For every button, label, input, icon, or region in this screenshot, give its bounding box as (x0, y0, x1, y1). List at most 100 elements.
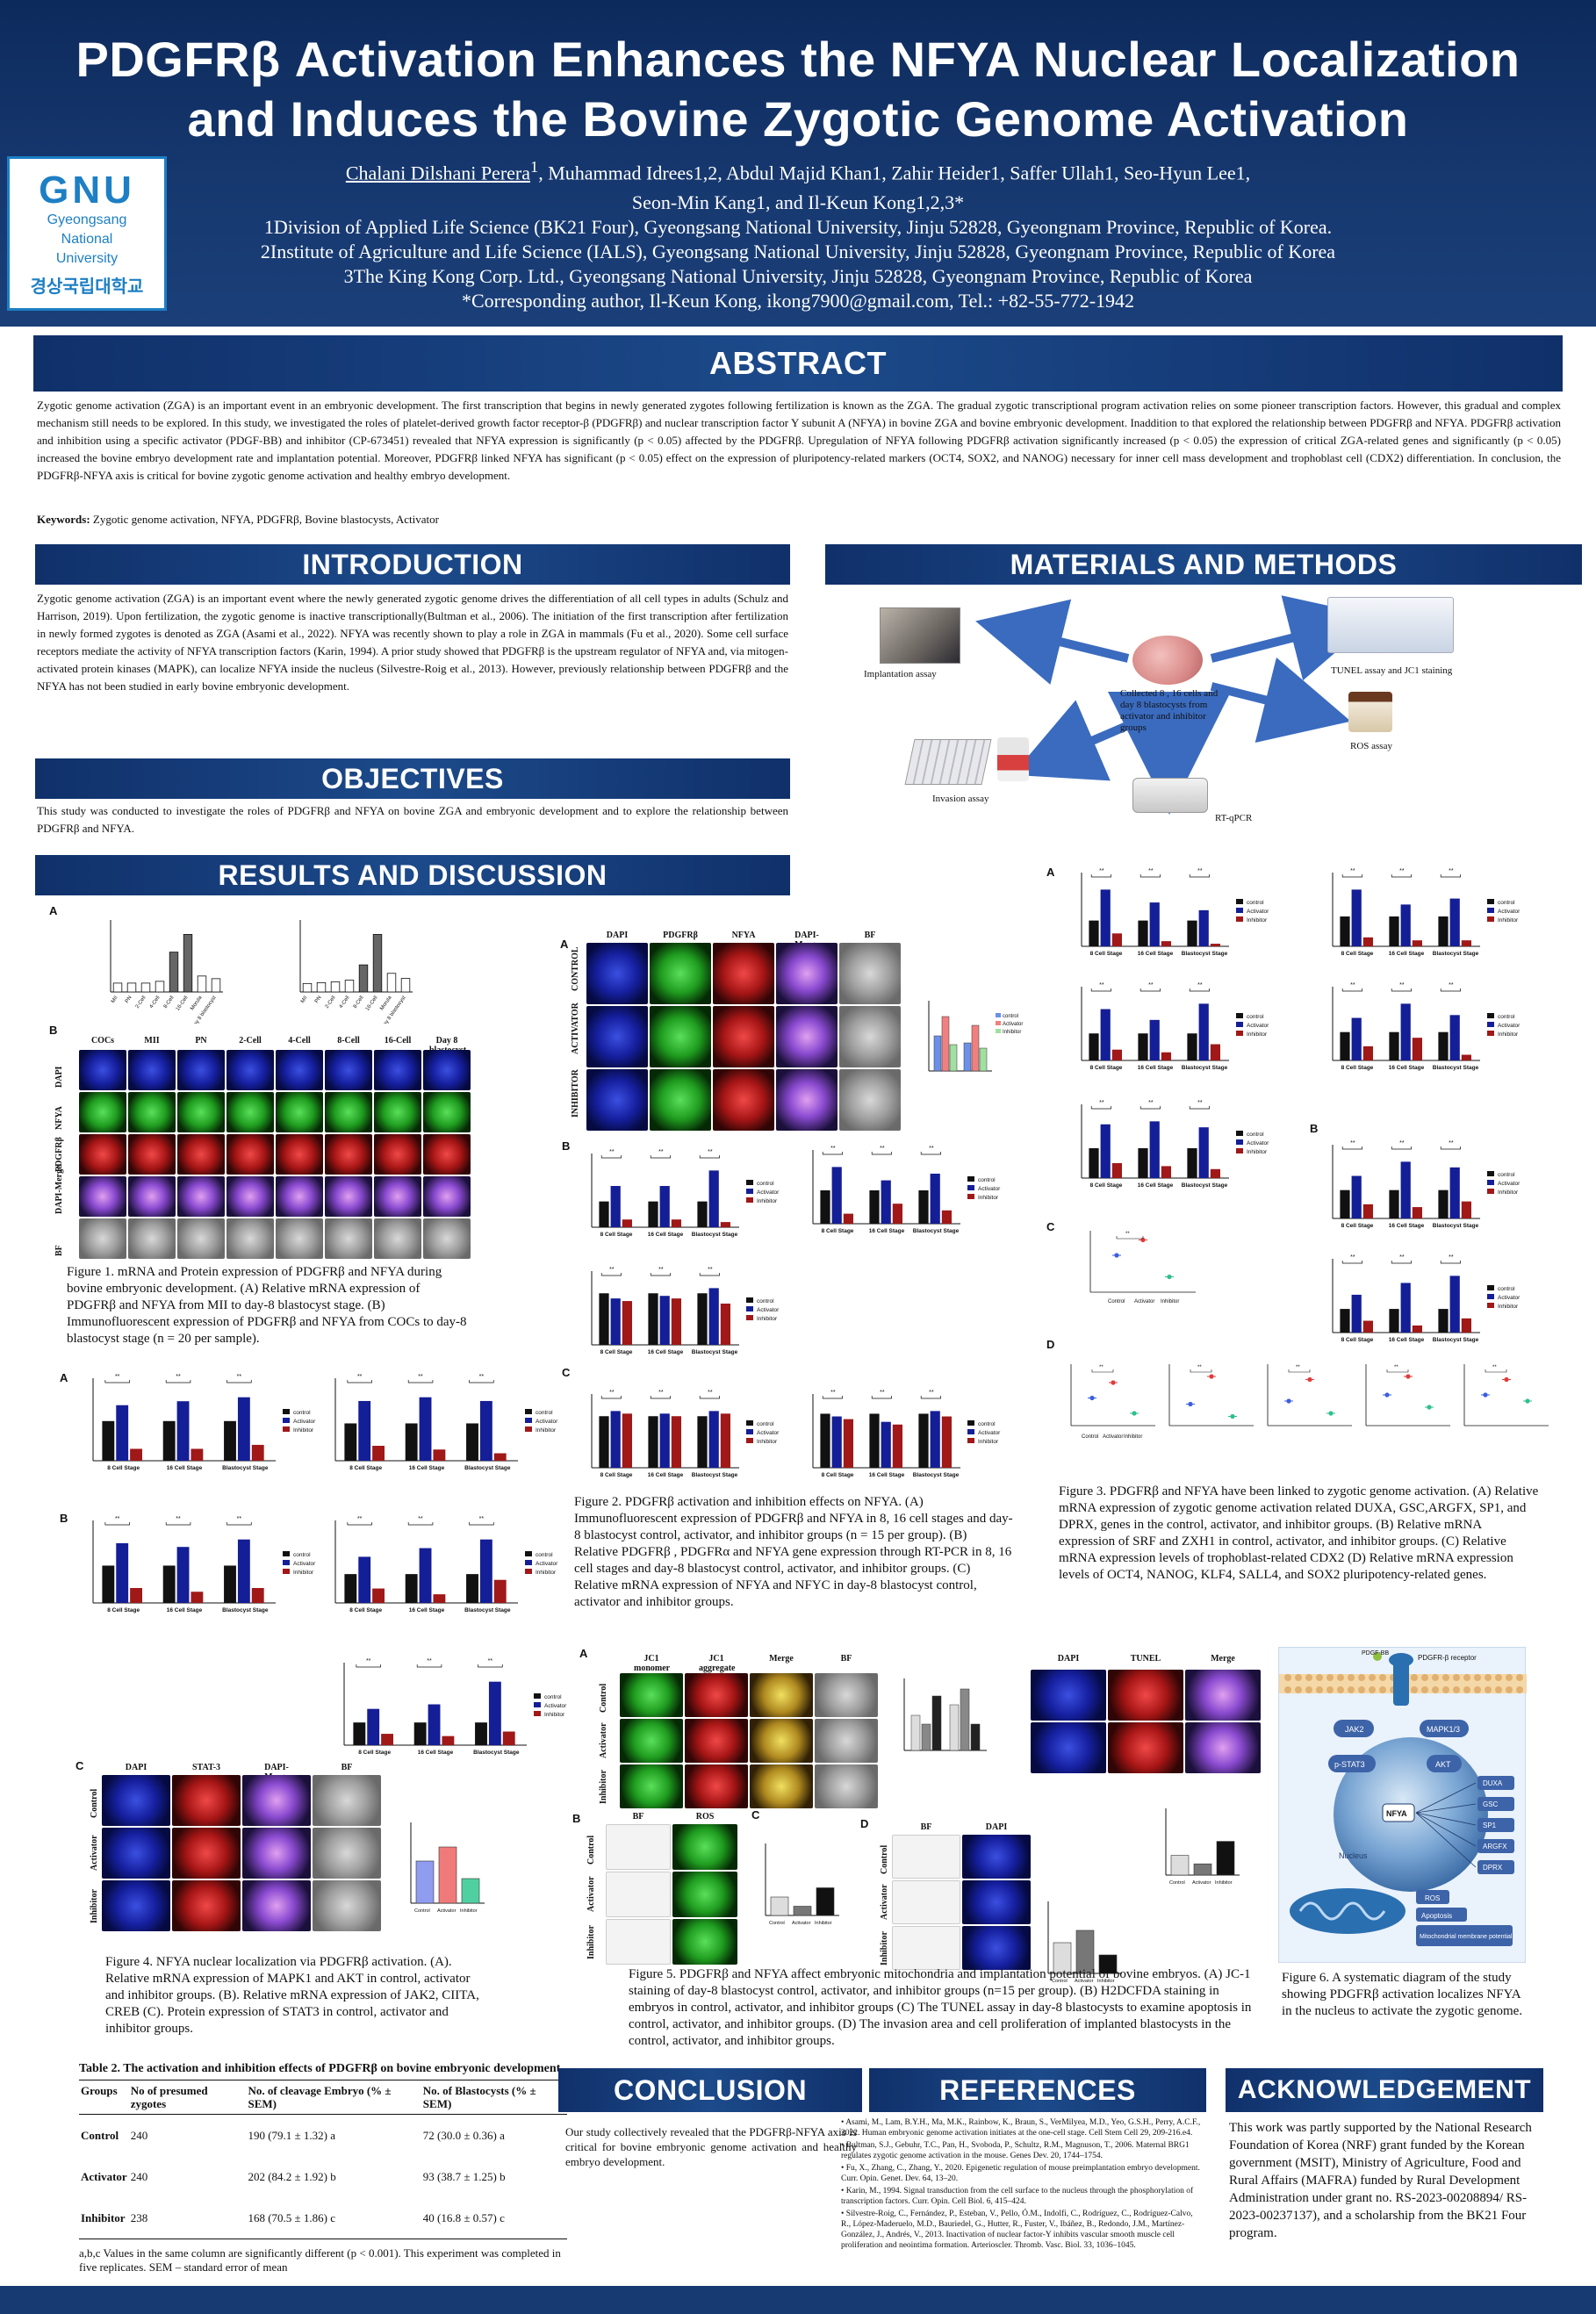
significance-mark: ** (929, 1390, 934, 1396)
tick-label: 16 Cell Stage (418, 1750, 454, 1756)
bar (1449, 1276, 1460, 1333)
bar (433, 1449, 446, 1461)
micrograph-cell (276, 1134, 323, 1175)
bar (330, 981, 341, 993)
significance-mark: ** (929, 1146, 934, 1152)
bar (1053, 1942, 1072, 1974)
bar (869, 1189, 880, 1224)
bar (183, 933, 193, 993)
tick-label: Activator (437, 1908, 457, 1914)
bar (979, 1047, 988, 1072)
tick-label: MII (300, 995, 309, 1004)
legend-swatch (1487, 899, 1494, 904)
legend-label: Activator (536, 1419, 558, 1425)
bar (610, 1411, 621, 1468)
bar (881, 1421, 891, 1468)
micrograph-cell (776, 943, 838, 1004)
bar (949, 1044, 958, 1072)
legend-swatch (746, 1306, 753, 1312)
significance-mark: ** (1449, 982, 1454, 988)
legend-swatch (525, 1418, 532, 1423)
bar (419, 1397, 432, 1461)
fig1-panel-b-letter: B (49, 1024, 58, 1037)
fig6-ros-label: ROS (1425, 1894, 1440, 1902)
legend-swatch (525, 1569, 532, 1574)
tick-label: 4-Cell (339, 995, 351, 1010)
bar (659, 1413, 670, 1468)
micrograph-cell (620, 1719, 683, 1763)
poster-title: PDGFRβ Activation Enhances the NFYA Nucl… (75, 32, 1521, 147)
embryo-cluster-photo (1132, 636, 1203, 685)
bar (493, 1453, 507, 1461)
micrograph-cell (177, 1092, 225, 1132)
legend-label: Activator (978, 1186, 1001, 1192)
micrograph-cell (325, 1134, 372, 1175)
bar (428, 1704, 441, 1745)
fig3-caption: Figure 3. PDGFRβ and NFYA have been link… (1059, 1484, 1539, 1582)
significance-mark: ** (1399, 1140, 1405, 1146)
bar (1449, 898, 1460, 946)
fig6-apoptosis-label: Apoptosis (1421, 1912, 1452, 1920)
bar (237, 1397, 250, 1461)
fig5-panel-d-letter: D (860, 1817, 869, 1830)
bar (102, 1565, 115, 1603)
legend-swatch (1487, 1180, 1494, 1185)
significance-mark: ** (418, 1374, 423, 1380)
significance-mark: ** (1099, 868, 1104, 874)
bar (1111, 1049, 1122, 1060)
bar (960, 1688, 970, 1751)
legend-swatch (746, 1315, 753, 1320)
poster-header: PDGFRβ Activation Enhances the NFYA Nucl… (0, 0, 1596, 327)
bar (659, 1186, 670, 1227)
micrograph-cell (102, 1828, 170, 1879)
significance-mark: ** (1449, 1140, 1454, 1146)
grid-row-label: Inhibitor (586, 1925, 596, 1959)
micrograph-cell (962, 1926, 1031, 1970)
bar (1198, 909, 1209, 946)
bar (116, 1542, 129, 1603)
bar (367, 1708, 380, 1745)
micrograph-cell (242, 1880, 311, 1931)
table-cell: Inhibitor (79, 2197, 129, 2239)
legend-label: Activator (1498, 909, 1521, 915)
grid-row-label: Activator (599, 1722, 608, 1758)
tick-label: Morula (190, 995, 204, 1011)
micrograph-cell (839, 1006, 901, 1067)
bar (1449, 1015, 1460, 1060)
bar (1461, 1318, 1471, 1333)
bar (176, 1547, 190, 1603)
bar (648, 1416, 658, 1468)
grid-column-label: BF (341, 1763, 353, 1772)
tunel-label: TUNEL assay and JC1 staining (1331, 665, 1453, 676)
legend-swatch (1236, 1013, 1243, 1018)
micrograph-cell (79, 1176, 126, 1217)
legend-swatch (283, 1569, 290, 1574)
tick-label: 8 Cell Stage (600, 1472, 633, 1478)
poster-footer (0, 2286, 1596, 2314)
bar (405, 1574, 418, 1603)
bar (843, 1419, 853, 1468)
bar (1351, 1294, 1362, 1333)
legend-swatch (283, 1418, 290, 1423)
collected-samples-label: Collected 8 , 16 cells and day 8 blastoc… (1120, 688, 1219, 733)
grid-row-label: CONTROL (571, 946, 580, 991)
fig3a-sp1-chart: 8 Cell Stage**16 Cell Stage**Blastocyst … (1332, 982, 1521, 1071)
fig5-panel-a-letter: A (579, 1647, 588, 1660)
legend-swatch (967, 1420, 974, 1426)
significance-mark: ** (1197, 982, 1203, 988)
tick-label: PN (314, 995, 323, 1004)
tick-label: Inhibitor (460, 1908, 478, 1914)
tick-label: Inhibitor (1215, 1880, 1233, 1886)
fig5a-jc1-chart (903, 1678, 987, 1751)
micrograph-cell (750, 1673, 813, 1717)
fig4b-creb-chart: 8 Cell Stage**16 Cell Stage**Blastocyst … (343, 1658, 567, 1756)
tick-label: Blastocyst Stage (464, 1607, 511, 1613)
tick-label: 8 Cell Stage (822, 1228, 854, 1234)
tick-label: Activator (792, 1921, 811, 1926)
micrograph-cell (750, 1764, 813, 1808)
tick-label: Control (1052, 1979, 1068, 1984)
micrograph-cell (1185, 1670, 1261, 1721)
micrograph-cell (586, 943, 648, 1004)
legend-label: Inhibitor (1003, 1030, 1021, 1035)
